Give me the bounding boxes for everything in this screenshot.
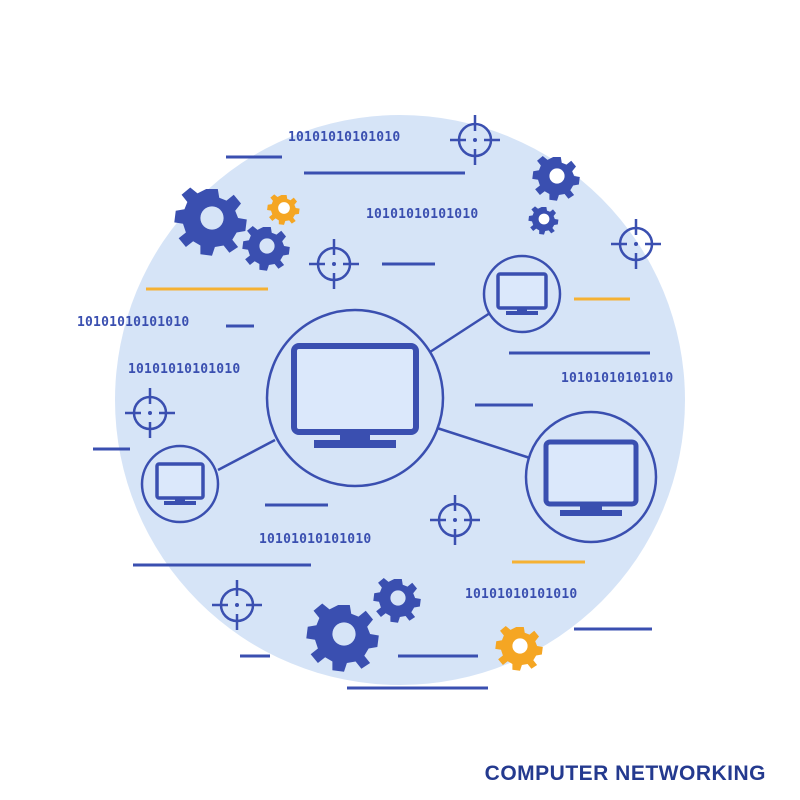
gear-icon bbox=[174, 187, 247, 256]
monitor-icon bbox=[496, 272, 548, 315]
node-circle-right bbox=[524, 410, 658, 544]
monitor-icon bbox=[155, 462, 205, 505]
link-line bbox=[436, 426, 531, 460]
binary-text: 10101010101010 bbox=[77, 315, 189, 330]
gear-icon bbox=[267, 194, 300, 225]
gear-icon bbox=[373, 578, 421, 623]
binary-texts: 10101010101010 10101010101010 1010101010… bbox=[77, 130, 673, 602]
monitor-icon bbox=[543, 439, 639, 516]
node-circle-top-right bbox=[482, 254, 562, 334]
decor-lines bbox=[93, 155, 652, 690]
binary-text: 10101010101010 bbox=[561, 371, 673, 386]
binary-text: 10101010101010 bbox=[465, 587, 577, 602]
link-line bbox=[217, 438, 276, 472]
binary-text: 10101010101010 bbox=[366, 207, 478, 222]
gear-icon bbox=[306, 603, 379, 672]
monitor-icon bbox=[291, 343, 419, 448]
gear-icon bbox=[528, 206, 559, 235]
link-line bbox=[429, 311, 491, 354]
binary-text: 10101010101010 bbox=[128, 362, 240, 377]
network-links bbox=[217, 311, 531, 472]
gear-icon bbox=[495, 626, 543, 671]
caption-title: COMPUTER NETWORKING bbox=[484, 762, 766, 785]
binary-text: 10101010101010 bbox=[288, 130, 400, 145]
binary-text: 10101010101010 bbox=[259, 532, 371, 547]
node-circle-center bbox=[265, 308, 445, 488]
node-circle-left bbox=[140, 444, 220, 524]
gear-icon bbox=[242, 226, 290, 271]
gear-icon bbox=[532, 156, 580, 201]
